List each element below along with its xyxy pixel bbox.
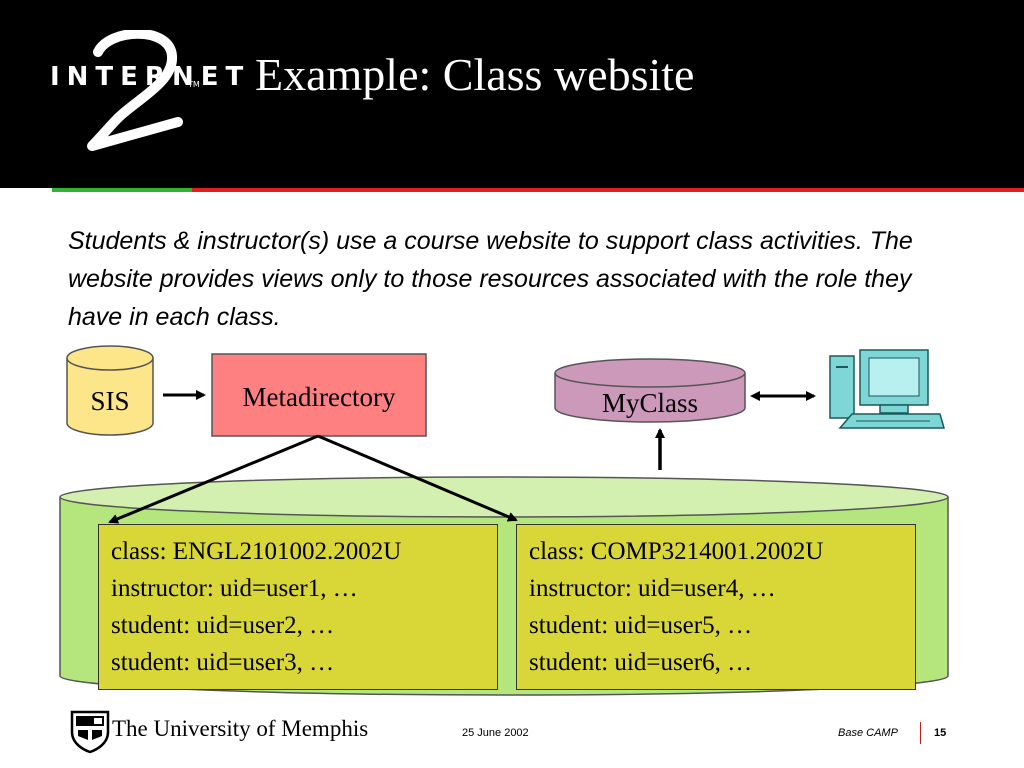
instructor-line: instructor: uid=user4, … (529, 575, 776, 602)
computer-icon (829, 349, 945, 429)
header-accent-green (52, 188, 192, 192)
internet2-logo-text: INTERNET (50, 62, 251, 92)
footer-separator (920, 722, 921, 744)
arrow-metadirectory-to-class-left (108, 434, 319, 524)
class-box-engl: class: ENGL2101002.2002U instructor: uid… (98, 524, 498, 690)
metadirectory-label: Metadirectory (243, 382, 396, 412)
header-accent-red (192, 188, 1024, 192)
university-name: The University of Memphis (112, 716, 369, 741)
arrow-metadirectory-to-class-right (317, 434, 518, 522)
class-line: class: COMP3214001.2002U (529, 538, 824, 565)
metadirectory-box (211, 353, 427, 437)
page-number: 15 (934, 727, 947, 739)
page-title: Example: Class website (255, 49, 695, 100)
intro-text: Students & instructor(s) use a course we… (68, 227, 913, 331)
class-line: class: ENGL2101002.2002U (111, 538, 402, 565)
university-seal-icon (70, 710, 110, 754)
student-line: student: uid=user3, … (111, 649, 335, 676)
footer-event: Base CAMP (838, 727, 898, 739)
header-bar (0, 0, 1024, 188)
internet2-logo (87, 30, 183, 151)
student-line: student: uid=user2, … (111, 612, 335, 639)
instructor-line: instructor: uid=user1, … (111, 575, 358, 602)
myclass-label: MyClass (602, 388, 698, 418)
class-box-comp: class: COMP3214001.2002U instructor: uid… (516, 524, 916, 690)
sis-label: SIS (90, 386, 129, 416)
myclass-cylinder (554, 358, 746, 423)
internet2-logo-tm: TM (188, 80, 200, 89)
footer-date: 25 June 2002 (462, 727, 529, 739)
sis-cylinder (66, 345, 154, 436)
student-line: student: uid=user5, … (529, 612, 753, 639)
student-line: student: uid=user6, … (529, 649, 753, 676)
